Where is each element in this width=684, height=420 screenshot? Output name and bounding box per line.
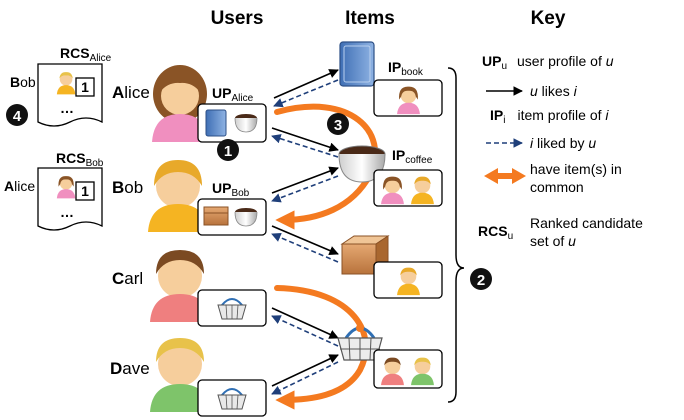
rcs-alice: RCSAlice Bob 1 … xyxy=(10,45,112,127)
avatar-dave-icon xyxy=(150,338,210,412)
svg-text:…: … xyxy=(60,100,74,116)
avatar-alice-small-icon xyxy=(56,176,76,199)
arrow-bob-likes-box xyxy=(271,225,339,256)
ip-box-bob-icon xyxy=(397,267,420,296)
user-carl-name: Carl xyxy=(112,269,143,288)
svg-text:2: 2 xyxy=(477,272,485,289)
svg-text:1: 1 xyxy=(81,183,89,199)
user-bob-name: Bob xyxy=(112,178,143,197)
key-common-line2: common xyxy=(530,179,584,195)
item-profiles-brace xyxy=(447,67,465,403)
up-bob-label: UPBob xyxy=(212,180,250,199)
arrow-coffee-liked-by-bob xyxy=(271,175,339,203)
key-liked-by: i liked by u xyxy=(530,135,596,151)
up-alice-label: UPAlice xyxy=(212,85,254,104)
rcs-bob: RCSBob Alice 1 … xyxy=(4,150,104,231)
arrow-coffee-liked-by-alice xyxy=(271,134,339,158)
avatar-bob-icon xyxy=(148,160,208,232)
coffee-small-icon xyxy=(234,114,258,133)
ip-coffee-bob-icon xyxy=(411,176,434,205)
users-header: Users xyxy=(211,8,264,29)
key-rcs-line2: set of u xyxy=(530,233,576,249)
step-badge-3: 3 xyxy=(327,113,349,135)
basket-small-icon-2 xyxy=(217,388,247,410)
arrow-alice-likes-coffee xyxy=(271,127,339,152)
rcs-alice-label: RCSAlice xyxy=(60,45,112,64)
arrow-carl-likes-basket xyxy=(271,307,339,339)
book-small-icon xyxy=(205,109,227,137)
svg-text:1: 1 xyxy=(224,143,232,160)
items-header: Items xyxy=(345,8,395,29)
svg-text:3: 3 xyxy=(334,117,342,134)
arrow-alice-likes-book xyxy=(273,69,339,99)
key-header: Key xyxy=(531,8,566,29)
ip-book-label: IPbook xyxy=(388,59,424,78)
arrow-basket-liked-by-dave xyxy=(271,361,339,395)
rcs-bob-label: RCSBob xyxy=(56,150,104,169)
arrow-book-liked-by-alice xyxy=(273,79,339,108)
ip-basket-carl-icon xyxy=(381,357,404,386)
step-badge-1: 1 xyxy=(217,139,239,161)
rank-box xyxy=(75,77,95,97)
ip-coffee-label: IPcoffee xyxy=(392,147,433,166)
avatar-carl-icon xyxy=(150,250,210,322)
avatar-bob-small-icon xyxy=(56,72,76,95)
arrow-basket-liked-by-carl xyxy=(271,315,339,347)
svg-text:4: 4 xyxy=(13,108,22,125)
basket-small-icon xyxy=(217,298,247,320)
likes-arrows xyxy=(271,69,339,395)
arrow-dave-likes-basket xyxy=(271,354,339,387)
user-alice-name: Alice xyxy=(112,83,150,102)
rcs-bob-entry: Alice xyxy=(4,178,35,194)
key-common-line1: have item(s) in xyxy=(530,161,622,177)
ip-book-alice-icon xyxy=(397,86,420,115)
key-likes: u likes i xyxy=(530,83,578,99)
basket-icon xyxy=(337,324,383,361)
key-rcs: RCSu xyxy=(478,223,513,242)
ip-basket-dave-icon xyxy=(411,357,434,386)
book-icon xyxy=(339,41,375,87)
ip-coffee-alice-icon xyxy=(381,176,404,205)
user-dave-name: Dave xyxy=(110,359,150,378)
arrow-box-liked-by-bob xyxy=(271,232,339,263)
svg-text:…: … xyxy=(60,204,74,220)
step-badge-2: 2 xyxy=(470,268,492,290)
arrow-bob-likes-coffee xyxy=(271,166,339,194)
key-rcs-line1: Ranked candidate xyxy=(530,215,643,231)
coffee-small-icon-2 xyxy=(234,208,258,227)
common-arc-carl-dave xyxy=(274,285,369,410)
step-badge-4: 4 xyxy=(6,104,28,126)
key-common-double-arrow xyxy=(484,168,526,184)
box-small-icon xyxy=(203,206,229,226)
svg-text:1: 1 xyxy=(81,79,89,95)
rcs-alice-entry: Bob xyxy=(10,74,36,90)
avatar-alice-icon xyxy=(152,65,208,142)
